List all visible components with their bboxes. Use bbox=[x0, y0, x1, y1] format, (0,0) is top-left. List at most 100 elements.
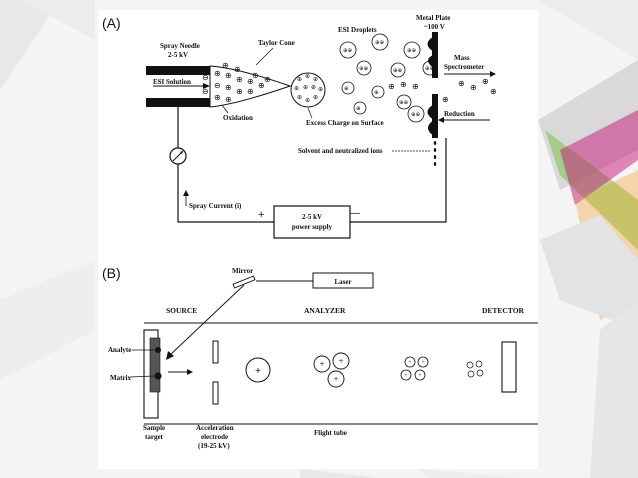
excess-charge-label: Excess Charge on Surface bbox=[306, 119, 384, 127]
cone-charges: ⊖⊖⊖ ⊕⊖⊕ ⊕⊕⊕ ⊕⊕ ⊕⊕ ⊕ ⊕⊕ ⊕⊕ bbox=[202, 61, 271, 107]
svg-text:+: + bbox=[408, 360, 412, 366]
svg-text:+: + bbox=[421, 360, 425, 366]
power-supply bbox=[273, 205, 351, 239]
mirror-label: Mirror bbox=[232, 267, 253, 275]
solvent-drips bbox=[433, 141, 437, 166]
spray-needle bbox=[146, 66, 210, 107]
acceleration-electrode bbox=[212, 340, 219, 405]
svg-text:⊕: ⊕ bbox=[313, 77, 318, 83]
svg-text:⊕: ⊕ bbox=[236, 75, 243, 84]
laser-label: Laser bbox=[334, 278, 351, 286]
svg-text:⊕: ⊕ bbox=[400, 80, 407, 89]
reduction-label: Reduction bbox=[444, 110, 475, 118]
svg-text:⊕: ⊕ bbox=[297, 77, 302, 83]
svg-text:⊕: ⊕ bbox=[247, 77, 254, 86]
svg-text:+: + bbox=[255, 366, 261, 377]
svg-text:⊕: ⊕ bbox=[311, 85, 316, 91]
solvent-ions-label: Solvent and neutralized ions bbox=[298, 147, 383, 155]
power-supply-kv-label: 2-5 kV bbox=[302, 213, 322, 221]
svg-text:⊕: ⊕ bbox=[470, 83, 477, 92]
ion-packet-2: + + + bbox=[313, 352, 350, 388]
detector bbox=[501, 341, 517, 393]
svg-text:⊕: ⊕ bbox=[490, 87, 497, 96]
svg-text:⊕⊕: ⊕⊕ bbox=[407, 48, 417, 54]
ion-packet-4 bbox=[466, 360, 484, 378]
svg-text:+: + bbox=[418, 373, 422, 379]
ion-packet-1: + bbox=[245, 357, 271, 383]
electrode-label: electrode bbox=[201, 433, 228, 441]
sample-label: Sample bbox=[143, 424, 165, 432]
svg-text:⊕: ⊕ bbox=[412, 82, 419, 91]
svg-text:⊕: ⊕ bbox=[318, 87, 323, 93]
diagram-canvas: (A) Spray Needle 2-5 kV Taylor Cone ESI … bbox=[102, 14, 538, 450]
svg-text:⊕: ⊕ bbox=[252, 71, 259, 80]
svg-text:⊖: ⊖ bbox=[214, 81, 221, 90]
esi-solution-label: ESI Solution bbox=[153, 78, 191, 86]
ammeter-icon bbox=[169, 147, 187, 165]
svg-text:⊕: ⊕ bbox=[482, 77, 489, 86]
svg-text:⊕: ⊕ bbox=[214, 93, 221, 102]
acceleration-label: Acceleration bbox=[196, 424, 234, 432]
svg-text:⊕⊕: ⊕⊕ bbox=[343, 48, 353, 54]
ion-packet-3: + + + + bbox=[400, 356, 429, 381]
analyte-label: Analyte bbox=[108, 346, 131, 354]
svg-text:+: + bbox=[319, 359, 324, 369]
source-label: SOURCE bbox=[166, 306, 197, 315]
spray-needle-kv-label: 2-5 kV bbox=[168, 51, 188, 59]
analyzer-label: ANALYZER bbox=[304, 306, 346, 315]
spray-needle-label: Spray Needle bbox=[160, 42, 200, 50]
panel-a-label: (A) bbox=[102, 15, 121, 31]
taylor-cone bbox=[209, 65, 292, 108]
svg-text:⊕: ⊕ bbox=[258, 81, 265, 90]
free-ions: ⊕⊕⊕ ⊕⊕⊕ ⊕⊕ bbox=[388, 77, 497, 104]
spray-current-label: Spray Current (i) bbox=[189, 202, 242, 210]
svg-text:⊖: ⊖ bbox=[202, 73, 209, 82]
mirror bbox=[232, 275, 256, 289]
svg-text:⊕⊕: ⊕⊕ bbox=[359, 66, 369, 72]
target-label: target bbox=[145, 433, 164, 441]
detector-label: DETECTOR bbox=[482, 306, 525, 315]
excess-charge-droplet: ⊕⊕⊕ ⊕⊕⊕⊕ ⊕⊕⊕ bbox=[290, 72, 326, 108]
svg-text:⊖: ⊖ bbox=[202, 98, 209, 107]
svg-text:⊕: ⊕ bbox=[225, 83, 232, 92]
flight-tube bbox=[144, 322, 538, 425]
svg-text:⊕: ⊕ bbox=[388, 82, 395, 91]
metal-plate bbox=[427, 32, 438, 138]
svg-text:⊕: ⊕ bbox=[305, 98, 310, 104]
power-supply-label: power supply bbox=[292, 223, 333, 231]
droplet-charges: ⊕⊕⊕⊕⊕⊕ ⊕⊕⊕⊕⊕⊕ ⊕⊕⊕⊕ ⊕⊕⊕ bbox=[343, 40, 435, 118]
svg-text:⊕: ⊕ bbox=[225, 71, 232, 80]
svg-text:⊕⊕: ⊕⊕ bbox=[411, 112, 421, 118]
taylor-cone-label: Taylor Cone bbox=[258, 39, 295, 47]
svg-text:⊕: ⊕ bbox=[458, 79, 465, 88]
svg-text:⊕: ⊕ bbox=[236, 87, 243, 96]
svg-text:⊕: ⊕ bbox=[225, 95, 232, 104]
panel-b-label: (B) bbox=[102, 265, 121, 281]
svg-text:+: + bbox=[338, 356, 343, 366]
svg-text:⊕: ⊕ bbox=[313, 95, 318, 101]
svg-text:⊕: ⊕ bbox=[264, 75, 271, 84]
svg-text:⊕: ⊕ bbox=[297, 95, 302, 101]
svg-text:⊕: ⊕ bbox=[303, 85, 308, 91]
diagram-slide: (A) Spray Needle 2-5 kV Taylor Cone ESI … bbox=[98, 10, 538, 469]
plus-terminal: + bbox=[258, 209, 264, 221]
svg-text:⊕: ⊕ bbox=[214, 69, 221, 78]
svg-text:⊕: ⊕ bbox=[305, 74, 310, 80]
svg-text:+: + bbox=[404, 373, 408, 379]
svg-text:⊖: ⊖ bbox=[202, 87, 209, 96]
laser bbox=[312, 272, 374, 289]
svg-text:⊕⊕: ⊕⊕ bbox=[393, 68, 403, 74]
sample-target bbox=[143, 329, 162, 419]
mass-label: Mass bbox=[454, 54, 470, 62]
svg-text:⊕: ⊕ bbox=[356, 106, 361, 112]
oxidation-label: Oxidation bbox=[223, 114, 253, 122]
svg-text:⊕: ⊕ bbox=[234, 65, 241, 74]
svg-text:⊕: ⊕ bbox=[294, 86, 299, 92]
svg-text:⊕⊕: ⊕⊕ bbox=[425, 66, 435, 72]
circuit-wire bbox=[177, 107, 447, 223]
spectrometer-label: Spectrometer bbox=[444, 63, 484, 71]
matrix-label: Matrix bbox=[110, 374, 131, 382]
svg-text:⊕: ⊕ bbox=[442, 95, 449, 104]
svg-text:⊕⊕: ⊕⊕ bbox=[399, 100, 409, 106]
